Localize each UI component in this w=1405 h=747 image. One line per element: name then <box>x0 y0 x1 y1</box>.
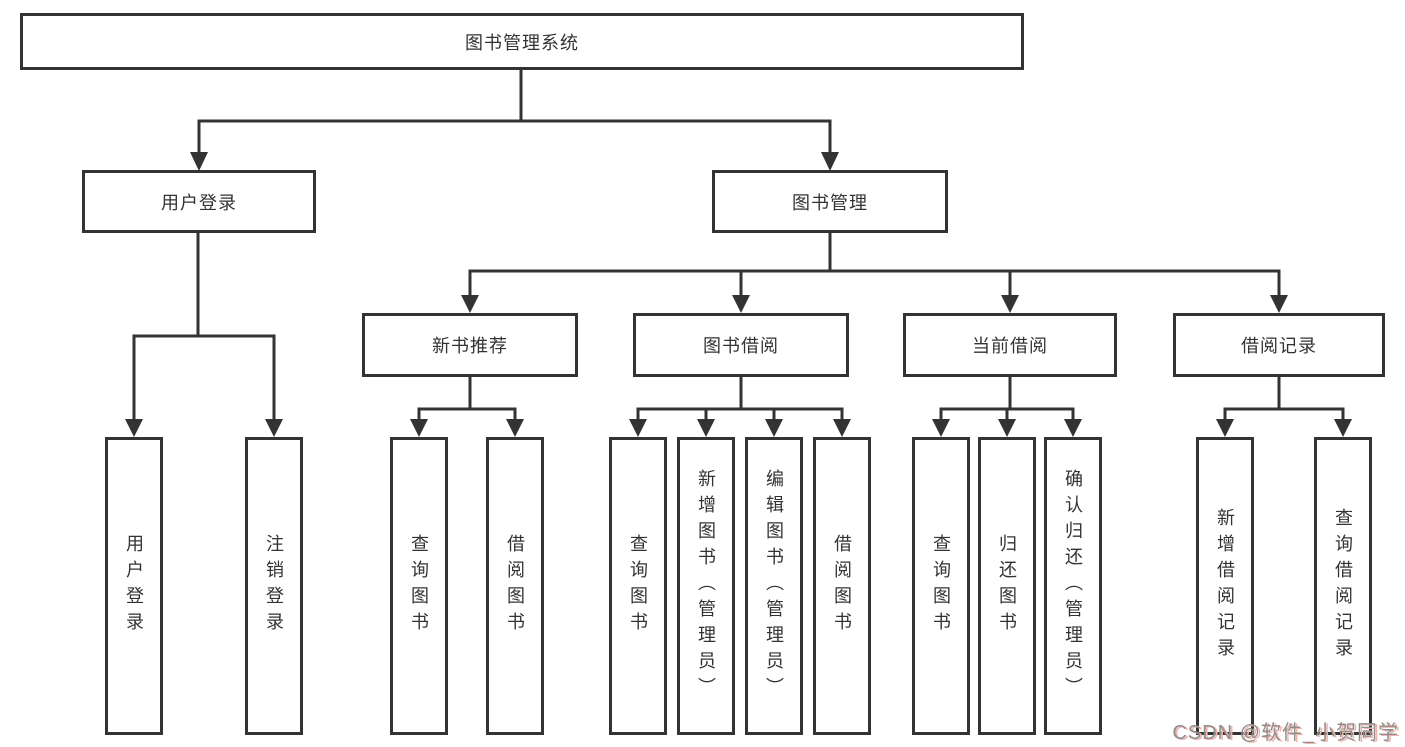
leaf-return-books: 归还图书 <box>978 437 1036 735</box>
leaf-user-login: 用户登录 <box>105 437 163 735</box>
leaf-label: 查询借阅记录 <box>1333 508 1353 664</box>
connector-records-to-leaves <box>1223 377 1345 422</box>
node-label: 新书推荐 <box>432 336 508 356</box>
connector-current-to-leaves <box>939 377 1075 422</box>
csdn-watermark: CSDN @软件_小贺同学 <box>1172 722 1399 744</box>
leaf-query-books-recommend: 查询图书 <box>390 437 448 735</box>
node-new-book-recommend: 新书推荐 <box>362 313 578 377</box>
connector-newbooks-to-leaves <box>417 377 517 422</box>
leaf-label: 确认归还（管理员） <box>1063 469 1083 703</box>
node-borrow-records: 借阅记录 <box>1173 313 1385 377</box>
node-root-system: 图书管理系统 <box>20 13 1024 70</box>
leaf-label: 新增借阅记录 <box>1215 508 1235 664</box>
node-label: 借阅记录 <box>1241 336 1317 356</box>
node-current-borrowing: 当前借阅 <box>903 313 1117 377</box>
leaf-label: 借阅图书 <box>505 534 525 638</box>
leaf-label: 注销登录 <box>264 534 284 638</box>
leaf-label: 查询图书 <box>409 534 429 638</box>
node-label: 用户登录 <box>161 192 237 213</box>
leaf-add-borrow-record: 新增借阅记录 <box>1196 437 1254 735</box>
node-book-borrowing: 图书借阅 <box>633 313 849 377</box>
leaf-add-books-admin: 新增图书（管理员） <box>677 437 735 735</box>
connector-borrowing-to-leaves <box>636 377 844 422</box>
connector-userlogin-to-leaves <box>132 233 276 422</box>
leaf-label: 查询图书 <box>628 534 648 638</box>
node-user-login: 用户登录 <box>82 170 316 233</box>
leaf-label: 编辑图书（管理员） <box>764 469 784 703</box>
leaf-edit-books-admin: 编辑图书（管理员） <box>745 437 803 735</box>
leaf-borrow-books-recommend: 借阅图书 <box>486 437 544 735</box>
leaf-label: 新增图书（管理员） <box>696 469 716 703</box>
node-label: 图书管理 <box>792 192 868 213</box>
node-label: 图书借阅 <box>703 336 779 356</box>
node-root-label: 图书管理系统 <box>465 32 579 53</box>
connector-root-to-level2 <box>197 69 832 155</box>
node-label: 当前借阅 <box>972 336 1048 356</box>
leaf-borrow-books: 借阅图书 <box>813 437 871 735</box>
leaf-query-books-borrowing: 查询图书 <box>609 437 667 735</box>
leaf-logout: 注销登录 <box>245 437 303 735</box>
connector-bookmgmt-to-level3 <box>468 233 1281 297</box>
node-book-management: 图书管理 <box>712 170 948 233</box>
leaf-label: 借阅图书 <box>832 534 852 638</box>
leaf-label: 归还图书 <box>997 534 1017 638</box>
leaf-label: 用户登录 <box>124 534 144 638</box>
arrow-heads <box>125 152 1352 437</box>
leaf-confirm-return-admin: 确认归还（管理员） <box>1044 437 1102 735</box>
leaf-query-books-current: 查询图书 <box>912 437 970 735</box>
leaf-label: 查询图书 <box>931 534 951 638</box>
leaf-query-borrow-record: 查询借阅记录 <box>1314 437 1372 735</box>
